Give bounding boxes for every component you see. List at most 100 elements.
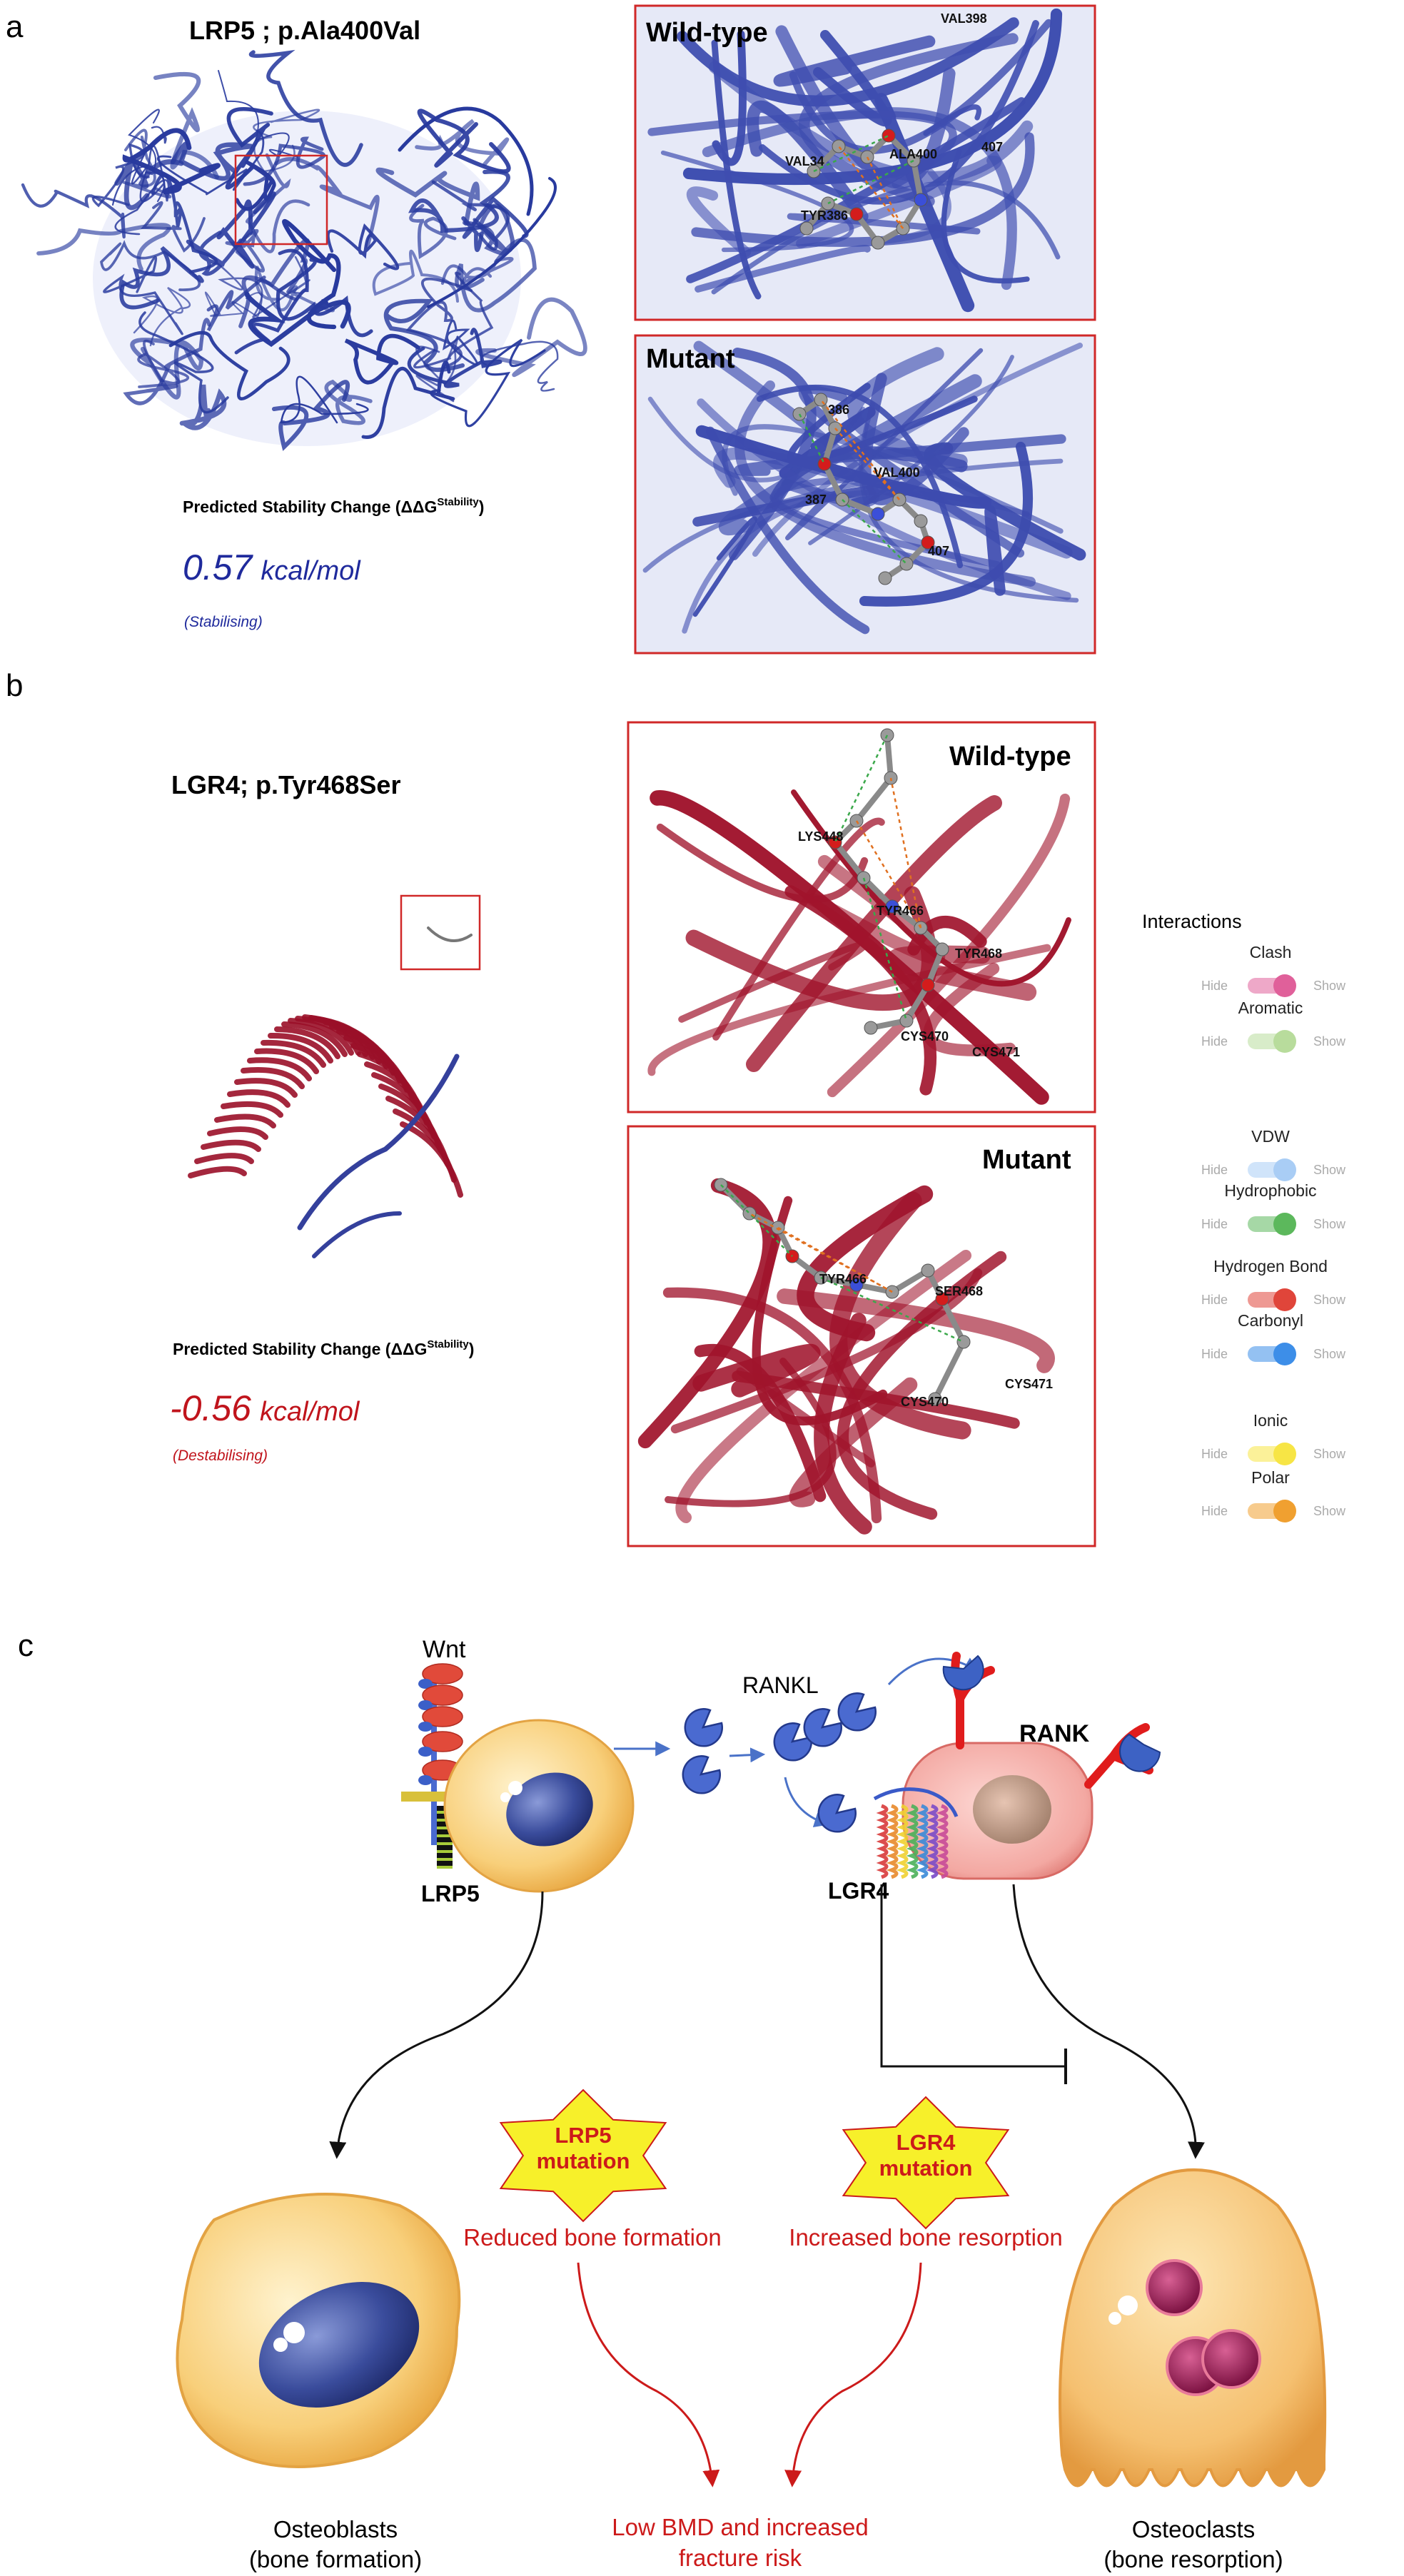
legend-toggle-knob[interactable]	[1273, 1343, 1296, 1365]
legend-title: Interactions	[1142, 911, 1242, 932]
residue-label: ALA400	[889, 147, 937, 161]
lgr4-label: LGR4	[828, 1878, 889, 1904]
panel-b-stability-label: Predicted Stability Change (ΔΔGStability…	[173, 1338, 474, 1358]
residue-label: CYS470	[901, 1029, 949, 1044]
legend-show-label: Show	[1313, 979, 1346, 993]
legend-toggle-knob[interactable]	[1273, 1500, 1296, 1522]
lrp5-mutation-star: LRP5 mutation	[499, 2088, 667, 2223]
lgr4-mutation-star: LGR4 mutation	[842, 2096, 1010, 2230]
residue-label: VAL34	[785, 154, 824, 168]
arrow-rankl-to-cluster	[729, 1747, 766, 1763]
panel-a-title: LRP5 ; p.Ala400Val	[189, 16, 420, 45]
panel-b-letter: b	[6, 668, 23, 703]
osteoblast-cell	[176, 2193, 461, 2468]
osteoblasts-label: Osteoblasts	[273, 2516, 398, 2542]
legend-hide-label: Hide	[1201, 1034, 1228, 1049]
lrp5-zoom-box	[234, 154, 328, 246]
panel-a: a LRP5 ; p.Ala400Val Predicted Stability…	[6, 4, 1096, 655]
legend-item-label: Aromatic	[1238, 999, 1303, 1017]
legend-hide-label: Hide	[1201, 1217, 1228, 1231]
legend-toggle-knob[interactable]	[1273, 1443, 1296, 1465]
legend-toggle-knob[interactable]	[1273, 1030, 1296, 1053]
lrp5-mutation-line2: mutation	[537, 2148, 630, 2173]
legend-toggle-knob[interactable]	[1273, 974, 1296, 997]
osteoclasts-label: Osteoclasts	[1132, 2516, 1255, 2542]
panel-c-letter: c	[18, 1628, 34, 1663]
legend-item-label: Hydrophobic	[1224, 1181, 1316, 1200]
residue-label: CYS471	[972, 1045, 1020, 1059]
legend-item-label: Hydrogen Bond	[1213, 1257, 1328, 1276]
panel-b: b LGR4; p.Tyr468Ser Predicted Stability …	[6, 668, 1346, 1547]
legend-hide-label: Hide	[1201, 1293, 1228, 1307]
rank-receptor-right	[1084, 1723, 1161, 1789]
residue-label: 386	[828, 403, 849, 417]
legend-item-label: VDW	[1251, 1127, 1290, 1146]
legend-show-label: Show	[1313, 1504, 1346, 1518]
legend-item-label: Polar	[1251, 1468, 1290, 1487]
rankl-molecule	[803, 1708, 842, 1747]
residue-label: SER468	[935, 1284, 983, 1298]
legend-show-label: Show	[1313, 1347, 1346, 1361]
residue-label: VAL398	[941, 11, 987, 26]
legend-show-label: Show	[1313, 1034, 1346, 1049]
rankl-molecule	[682, 1755, 721, 1794]
legend-hide-label: Hide	[1201, 1347, 1228, 1361]
rank-label: RANK	[1019, 1720, 1090, 1747]
residue-label: 407	[928, 544, 949, 558]
panel-a-stability-label: Predicted Stability Change (ΔΔGStability…	[183, 496, 484, 516]
arrow-to-osteoclast	[1012, 1884, 1205, 2159]
red-arrow-right	[784, 2262, 922, 2487]
legend-show-label: Show	[1313, 1447, 1346, 1461]
residue-label: TYR466	[877, 904, 924, 918]
legend-toggle-knob[interactable]	[1273, 1158, 1296, 1181]
residue-label: CYS470	[901, 1395, 949, 1409]
outcome-line2: fracture risk	[679, 2545, 802, 2571]
reduced-bone-formation: Reduced bone formation	[463, 2224, 721, 2251]
lgr4-zoom-box	[400, 894, 481, 971]
legend-toggle-knob[interactable]	[1273, 1213, 1296, 1236]
panel-b-effect: (Destabilising)	[173, 1448, 268, 1464]
legend-hide-label: Hide	[1201, 1163, 1228, 1177]
panel-b-title: LGR4; p.Tyr468Ser	[171, 770, 400, 799]
arrow-rankl-to-rank	[887, 1657, 979, 1686]
lgr4-overview-structure	[188, 894, 481, 1258]
legend-item-label: Ionic	[1253, 1411, 1288, 1430]
osteoblasts-sub: (bone formation)	[249, 2546, 422, 2572]
lrp5-overview-structure	[21, 49, 587, 451]
rankl-molecule	[817, 1794, 857, 1833]
legend-item-label: Carbonyl	[1238, 1311, 1303, 1330]
residue-label: 407	[981, 140, 1003, 154]
legend-hide-label: Hide	[1201, 1504, 1228, 1518]
osteoclasts-sub: (bone resorption)	[1103, 2546, 1283, 2572]
residue-label: TYR386	[801, 208, 848, 223]
panel-a-wildtype-title: Wild-type	[646, 18, 768, 48]
residue-label: 387	[805, 493, 827, 507]
legend-show-label: Show	[1313, 1217, 1346, 1231]
legend-show-label: Show	[1313, 1163, 1346, 1177]
legend-toggle-knob[interactable]	[1273, 1288, 1296, 1311]
panel-a-letter: a	[6, 9, 24, 44]
panel-c: c Wnt LRP5 RANKL	[18, 1628, 1327, 2572]
residue-label: TYR468	[955, 946, 1002, 961]
rankl-molecule	[684, 1708, 723, 1747]
panel-b-wildtype-title: Wild-type	[949, 742, 1071, 772]
increased-bone-resorption: Increased bone resorption	[789, 2224, 1062, 2251]
residue-label: LYS448	[798, 829, 843, 844]
rankl-molecule	[773, 1722, 812, 1762]
residue-label: VAL400	[874, 465, 920, 480]
legend-hide-label: Hide	[1201, 979, 1228, 993]
arrow-to-osteoblast	[329, 1891, 544, 2159]
lgr4-helix-bundle	[873, 1787, 959, 1879]
legend-item-label: Clash	[1250, 943, 1292, 961]
red-arrow-left	[577, 2262, 720, 2487]
wnt-label: Wnt	[423, 1636, 466, 1663]
lrp5-label: LRP5	[421, 1881, 480, 1906]
lgr4-mutation-line2: mutation	[879, 2156, 973, 2181]
